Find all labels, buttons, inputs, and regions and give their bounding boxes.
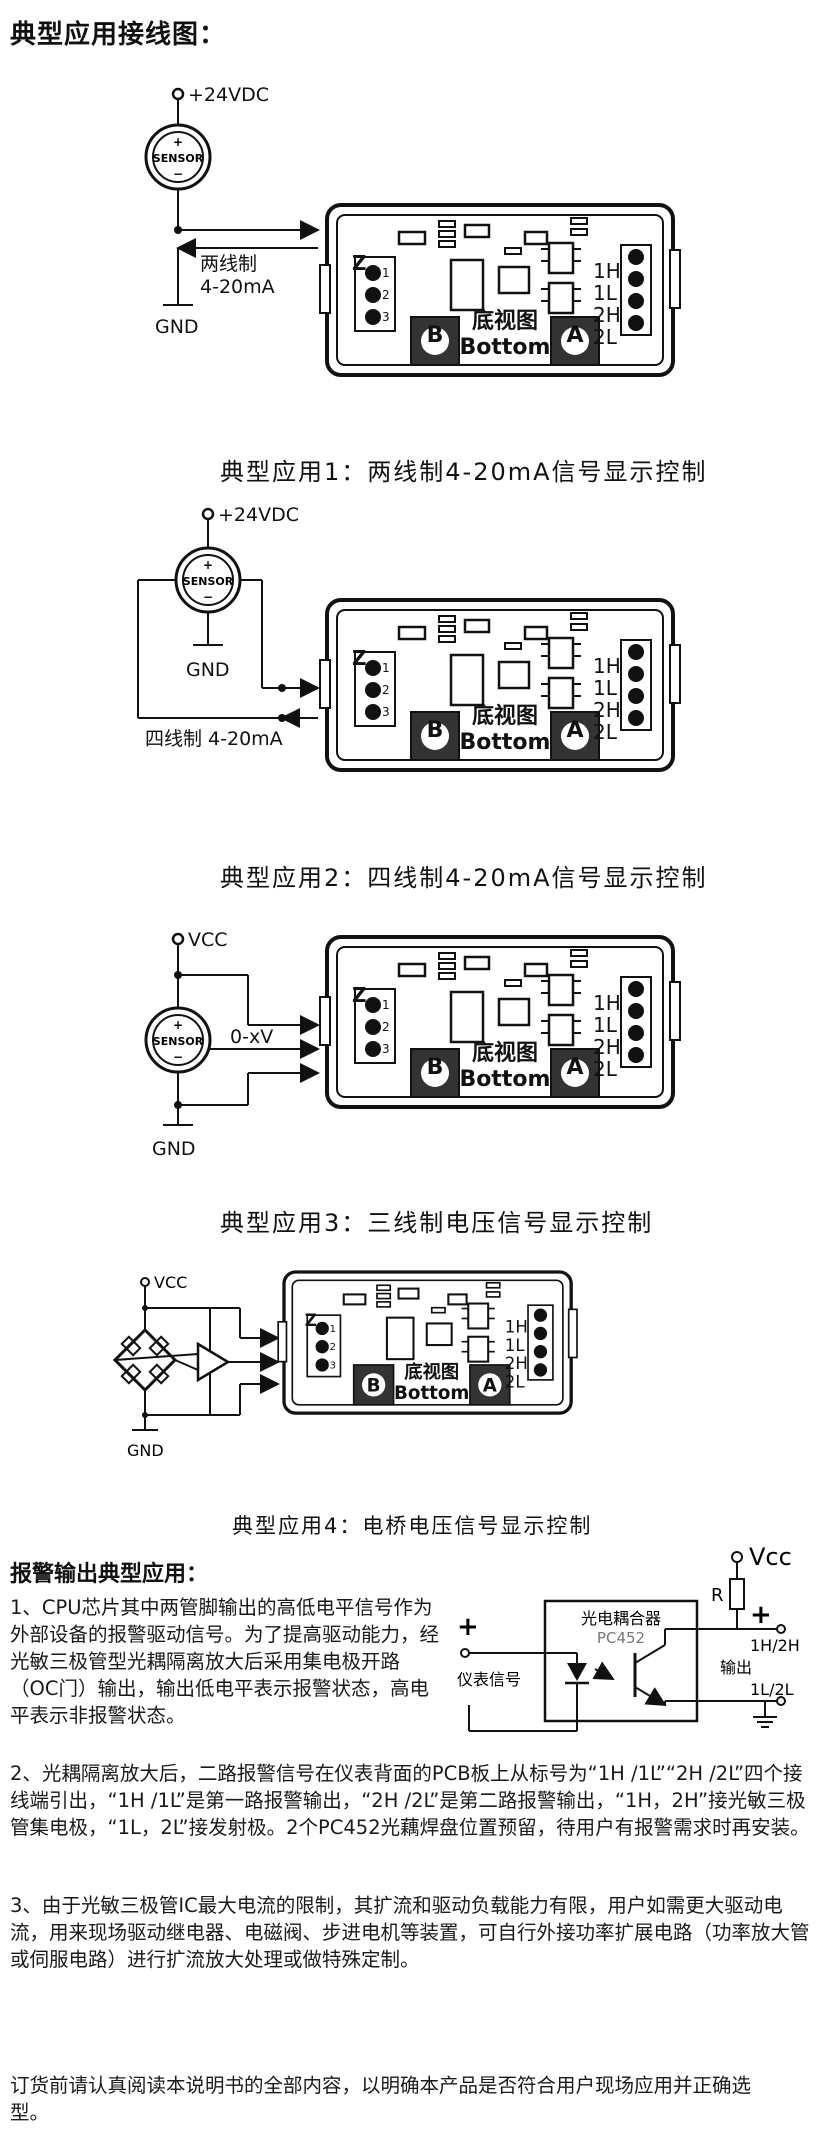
svg-text:输出: 输出 [720, 1658, 752, 1677]
supply-label: +24VDC [188, 84, 269, 106]
svg-text:1: 1 [382, 998, 390, 1012]
svg-text:2: 2 [382, 1020, 390, 1034]
svg-text:Z: Z [352, 646, 367, 670]
svg-text:3: 3 [382, 705, 390, 719]
svg-text:Z: Z [305, 1311, 317, 1330]
svg-text:光电耦合器: 光电耦合器 [581, 1609, 661, 1628]
svg-text:Bottom: Bottom [460, 1067, 551, 1092]
svg-text:GND: GND [186, 659, 230, 681]
svg-text:底视图: 底视图 [472, 308, 538, 334]
svg-text:1H: 1H [593, 259, 621, 283]
svg-text:B: B [427, 323, 444, 348]
optocoupler-circuit: Vcc R + 1H/2H 输出 1L/2L 光电耦合器 PC452 + 仪表信… [457, 1545, 800, 1732]
svg-text:1: 1 [382, 661, 390, 675]
svg-text:1L/2L: 1L/2L [750, 1680, 794, 1699]
svg-text:+24VDC: +24VDC [218, 504, 299, 526]
svg-text:+: + [203, 558, 213, 572]
caption-1: 典型应用1：两线制4-20mA信号显示控制 [220, 458, 708, 486]
svg-text:2: 2 [382, 683, 390, 697]
alarm-paragraph-2: 2、光耦隔离放大后，二路报警信号在仪表背面的PCB板上从标号为“1H /1L”“… [10, 1762, 810, 1839]
alarm-paragraph-1: 1、CPU芯片其中两管脚输出的高低电平信号作为外部设备的报警驱动信号。为了提高驱… [10, 1596, 440, 1727]
svg-text:B: B [427, 1055, 444, 1080]
wiring-diagram-3: VCC + SENSOR − GND 0-xV Z 1 2 3 1H 1L 2H… [144, 929, 682, 1160]
svg-text:4-20mA: 4-20mA [200, 276, 275, 298]
svg-text:+: + [173, 135, 183, 149]
sensor-label: SENSOR [153, 152, 204, 165]
svg-text:1H: 1H [505, 1318, 528, 1337]
svg-text:GND: GND [152, 1138, 196, 1160]
svg-text:Vcc: Vcc [749, 1545, 792, 1571]
svg-text:−: − [173, 1050, 183, 1064]
wiring-diagram-4: VCC GND Z 1 2 3 1H 1L 2H 2L [112, 1270, 579, 1460]
svg-text:SENSOR: SENSOR [183, 575, 234, 588]
svg-text:B: B [367, 1376, 381, 1397]
svg-text:四线制 4-20mA: 四线制 4-20mA [145, 728, 283, 750]
svg-text:VCC: VCC [188, 929, 228, 951]
alarm-paragraph-3: 3、由于光敏三极管IC最大电流的限制，其扩流和驱动负载能力有限，用户如需更大驱动… [10, 1894, 810, 1971]
svg-text:A: A [566, 1055, 583, 1080]
svg-text:1H: 1H [593, 991, 621, 1015]
svg-text:0-xV: 0-xV [230, 1026, 273, 1048]
svg-text:−: − [173, 167, 183, 181]
wiring-diagram-1: +24VDC + SENSOR − 两线制 4-20mA GND Z 1 2 3… [144, 84, 682, 377]
svg-text:3: 3 [382, 1042, 390, 1056]
svg-text:底视图: 底视图 [404, 1361, 459, 1383]
svg-text:3: 3 [382, 310, 390, 324]
svg-text:底视图: 底视图 [472, 703, 538, 729]
svg-text:A: A [566, 323, 583, 348]
footer-note: 订货前请认真阅读本说明书的全部内容，以明确本产品是否符合用户现场应用并正确选型。 [10, 2074, 752, 2124]
svg-text:SENSOR: SENSOR [153, 1035, 204, 1048]
svg-text:2L: 2L [593, 325, 618, 349]
svg-text:GND: GND [127, 1441, 164, 1460]
svg-text:A: A [483, 1376, 498, 1397]
svg-text:VCC: VCC [154, 1273, 187, 1292]
svg-text:2L: 2L [593, 1057, 618, 1081]
svg-text:PC452: PC452 [597, 1629, 645, 1647]
svg-text:两线制: 两线制 [200, 253, 257, 275]
svg-text:A: A [566, 718, 583, 743]
svg-text:Bottom: Bottom [460, 335, 551, 360]
svg-text:+: + [457, 1612, 479, 1642]
svg-text:3: 3 [330, 1360, 336, 1371]
caption-2: 典型应用2：四线制4-20mA信号显示控制 [220, 864, 708, 892]
svg-text:1H/2H: 1H/2H [750, 1636, 800, 1655]
svg-text:2: 2 [382, 288, 390, 302]
svg-text:2L: 2L [593, 720, 618, 744]
svg-text:1H: 1H [593, 654, 621, 678]
alarm-heading: 报警输出典型应用： [10, 1562, 209, 1587]
svg-text:1L: 1L [505, 1336, 526, 1355]
svg-text:2H: 2H [593, 698, 621, 722]
svg-text:2L: 2L [505, 1372, 526, 1391]
svg-text:Bottom: Bottom [394, 1383, 469, 1404]
svg-text:2H: 2H [505, 1354, 528, 1373]
svg-text:1L: 1L [593, 281, 618, 305]
svg-text:+: + [750, 1600, 772, 1630]
svg-text:2: 2 [330, 1342, 336, 1353]
caption-4: 典型应用4：电桥电压信号显示控制 [232, 1514, 593, 1538]
gnd-label: GND [155, 316, 199, 338]
svg-text:Z: Z [352, 251, 367, 275]
svg-text:Bottom: Bottom [460, 730, 551, 755]
svg-text:1L: 1L [593, 1013, 618, 1037]
svg-text:B: B [427, 718, 444, 743]
wiring-diagram-2: +24VDC + SENSOR − GND 四线制 4-20mA Z 1 2 3… [137, 504, 682, 772]
svg-text:1: 1 [382, 266, 390, 280]
svg-text:仪表信号: 仪表信号 [457, 1670, 521, 1689]
svg-text:1L: 1L [593, 676, 618, 700]
svg-text:Z: Z [352, 983, 367, 1007]
svg-text:R: R [711, 1585, 724, 1606]
caption-3: 典型应用3：三线制电压信号显示控制 [220, 1209, 654, 1237]
svg-text:底视图: 底视图 [472, 1040, 538, 1066]
svg-text:−: − [203, 590, 213, 604]
svg-text:1: 1 [330, 1324, 336, 1335]
page-title: 典型应用接线图： [10, 20, 227, 50]
svg-text:2H: 2H [593, 1035, 621, 1059]
svg-text:+: + [173, 1018, 183, 1032]
svg-text:2H: 2H [593, 303, 621, 327]
